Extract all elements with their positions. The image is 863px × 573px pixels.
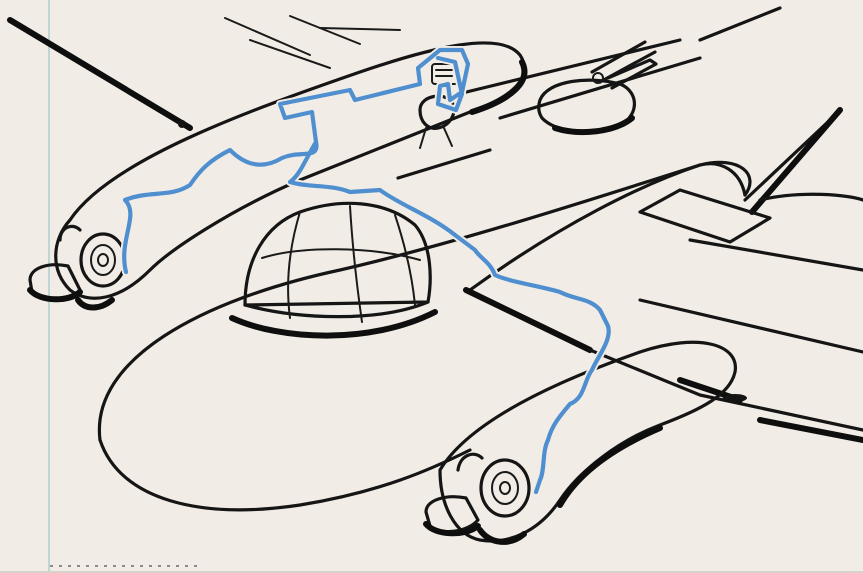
upper-detail-lines <box>225 16 400 68</box>
dorsal-turret <box>539 42 656 132</box>
far-wing <box>398 8 840 212</box>
lower-wing <box>466 290 863 440</box>
bottom-edge-artifact <box>0 566 863 572</box>
left-wing <box>10 20 190 128</box>
cockpit-canopy <box>232 203 435 335</box>
cable-route <box>124 50 609 492</box>
